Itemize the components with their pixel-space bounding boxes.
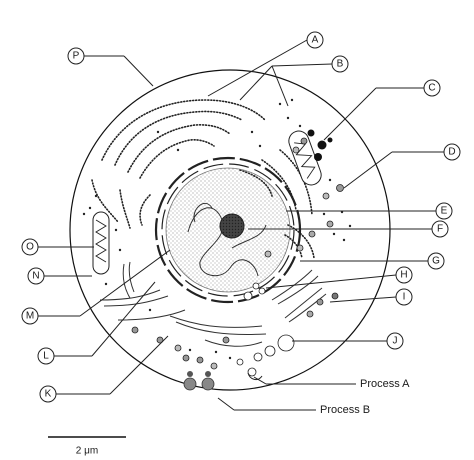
label-h: H	[395, 266, 413, 284]
label-f: F	[431, 220, 449, 238]
label-e-text: E	[441, 206, 448, 217]
label-h-text: H	[400, 270, 407, 281]
label-j: J	[386, 332, 404, 350]
label-l: L	[37, 347, 55, 365]
label-p-text: P	[73, 51, 80, 62]
nuclear-envelope	[154, 156, 302, 304]
vesicles	[131, 137, 344, 377]
scale-bar-label: 2 μm	[76, 446, 98, 457]
label-c: C	[423, 79, 441, 97]
label-o-text: O	[26, 242, 34, 253]
label-g: G	[427, 252, 445, 270]
scale-bar: 2 μm	[48, 436, 126, 457]
label-m: M	[21, 307, 39, 325]
label-k-text: K	[45, 389, 52, 400]
label-d-text: D	[448, 147, 455, 158]
label-a: A	[306, 31, 324, 49]
mitochondria	[92, 130, 322, 275]
label-b: B	[331, 55, 349, 73]
membrane-pits	[183, 371, 263, 391]
label-m-text: M	[26, 311, 34, 322]
label-n-text: N	[32, 271, 39, 282]
label-p: P	[67, 47, 85, 65]
label-b-text: B	[337, 59, 344, 70]
label-n: N	[27, 267, 45, 285]
label-i-text: I	[403, 292, 406, 303]
label-f-text: F	[437, 224, 443, 235]
leader-lines	[38, 39, 444, 411]
nucleolus	[219, 213, 245, 239]
lysosomes	[307, 129, 333, 161]
label-i: I	[395, 288, 413, 306]
label-d: D	[443, 143, 461, 161]
smooth-er	[99, 261, 327, 347]
label-k: K	[39, 385, 57, 403]
label-g-text: G	[432, 256, 440, 267]
process-b-label: Process B	[320, 404, 370, 416]
chromatin	[187, 202, 267, 277]
label-a-text: A	[312, 35, 319, 46]
label-o: O	[21, 238, 39, 256]
label-j-text: J	[393, 336, 398, 347]
label-e: E	[435, 202, 453, 220]
process-a-label: Process A	[360, 378, 410, 390]
label-c-text: C	[428, 83, 435, 94]
label-l-text: L	[43, 351, 49, 362]
